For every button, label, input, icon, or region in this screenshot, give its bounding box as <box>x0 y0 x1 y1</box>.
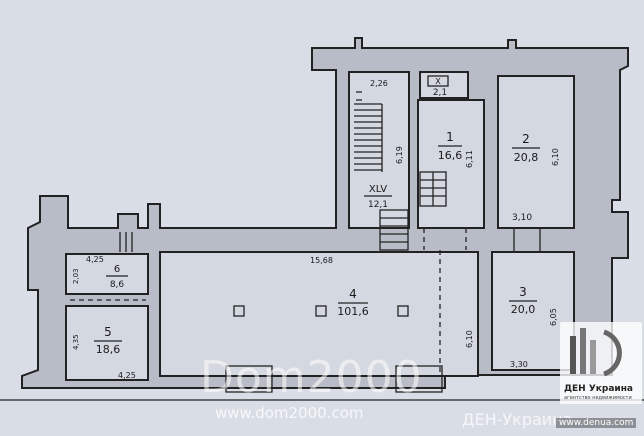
dim-room1-side: 6,11 <box>465 150 474 168</box>
room-area: 18,6 <box>96 343 121 356</box>
dim-room6-top: 4,25 <box>86 255 104 264</box>
room-area: 20,8 <box>514 151 539 164</box>
room-4 <box>159 251 479 377</box>
room-area: 8,6 <box>110 280 125 290</box>
room-area: 20,0 <box>511 303 536 316</box>
agency-badge: ДЕН Украина агентство недвижимости <box>560 322 642 404</box>
badge-site: www.denua.com <box>556 418 637 428</box>
window <box>395 365 443 393</box>
room-number: XLV <box>369 184 387 195</box>
room-1 <box>417 99 485 229</box>
room-number: 3 <box>519 285 527 299</box>
dim-hall-side: 6,10 <box>465 330 474 348</box>
stair-lower <box>379 209 409 251</box>
stair-west <box>119 232 133 252</box>
room-number: 1 <box>446 130 454 144</box>
stair-room1 <box>419 171 447 207</box>
room-stair <box>348 71 410 229</box>
room-number: 2 <box>522 132 530 146</box>
dim-room2-side: 6,10 <box>551 148 560 166</box>
column <box>315 305 327 317</box>
badge-subtitle: агентство недвижимости <box>564 395 632 401</box>
dim-stair-side: 6,19 <box>395 146 404 164</box>
room-area: 16,6 <box>438 149 463 162</box>
room-2 <box>497 75 575 229</box>
stair-treads <box>354 91 383 172</box>
room-number: 5 <box>104 325 112 339</box>
room-6 <box>65 253 149 295</box>
room-area: 12,1 <box>368 200 388 210</box>
dim-stair-top: 2,26 <box>370 79 388 88</box>
room-area: 101,6 <box>337 305 369 318</box>
wc-label: X <box>435 77 441 86</box>
dim-room2-bottom: 3,10 <box>512 213 532 223</box>
window-wc <box>427 75 449 87</box>
window <box>225 365 273 393</box>
dim-room3-side: 6,05 <box>549 308 558 326</box>
column <box>233 305 245 317</box>
corridor-dash <box>423 228 467 372</box>
dim-room5-side: 4,35 <box>72 334 80 350</box>
badge-name: ДЕН Украина <box>564 384 633 394</box>
agency-logo-icon <box>570 328 622 377</box>
dim-room3-bottom: 3,30 <box>510 360 528 369</box>
column <box>397 305 409 317</box>
watermark-agency: ДЕН-Украина <box>462 410 573 429</box>
passage-2-3 <box>513 228 541 252</box>
watermark-brand: Dom2000 <box>200 352 423 403</box>
watermark-url: www.dom2000.com <box>215 404 364 422</box>
dim-hall-top: 15,68 <box>310 256 333 265</box>
room-number: 4 <box>349 287 357 301</box>
wc-area: 2,1 <box>433 88 447 98</box>
room-number: 6 <box>114 264 120 275</box>
dim-room6-side: 2,03 <box>72 268 80 284</box>
room-5 <box>65 305 149 381</box>
dim-room5-bottom: 4,25 <box>118 371 136 380</box>
